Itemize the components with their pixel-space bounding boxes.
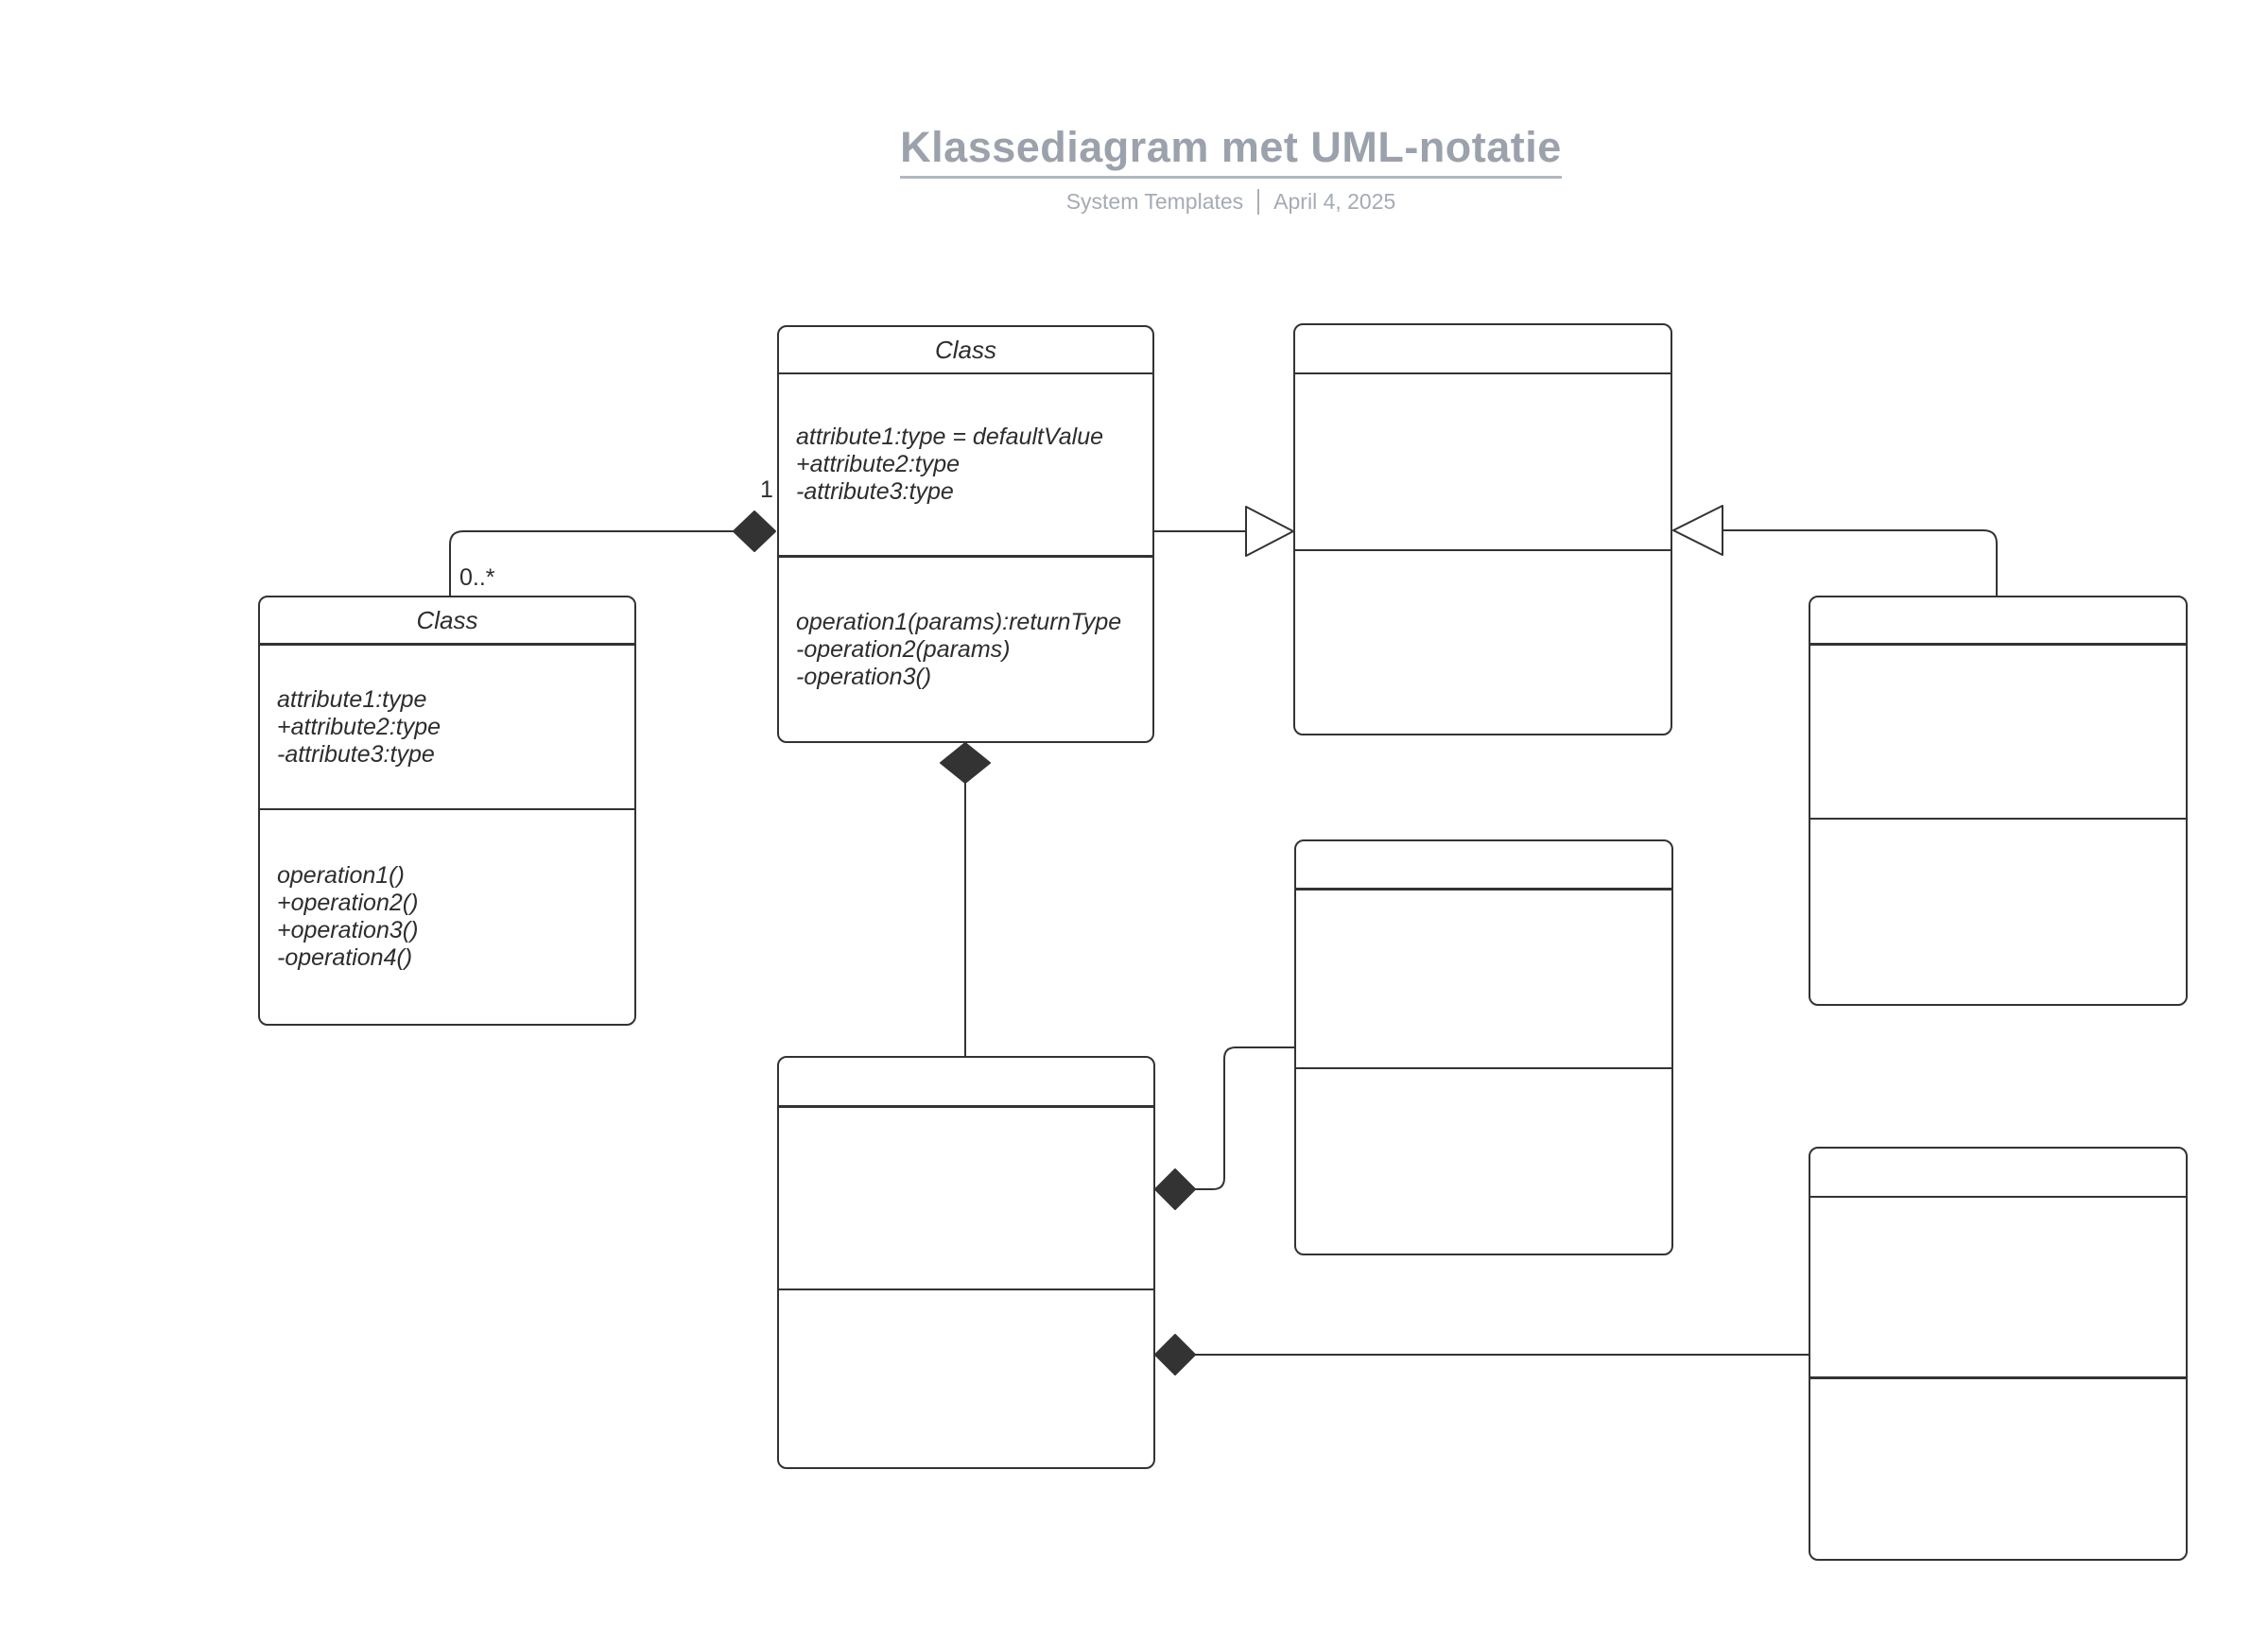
diagram-header: Klassediagram met UML-notatie System Tem…	[900, 123, 1562, 215]
class-title	[1810, 597, 2186, 646]
member-text: -operation2(params)	[796, 635, 1011, 663]
operations-compartment	[1296, 1069, 1671, 1254]
member-text: attribute1:type	[277, 685, 427, 713]
member-text: -attribute3:type	[277, 740, 435, 768]
operations-compartment: operation1(params):returnType-operation2…	[779, 558, 1152, 741]
operations-compartment: operation1()+operation2()+operation3()-o…	[260, 810, 634, 1024]
attributes-compartment	[1296, 891, 1671, 1069]
class-box-top-right	[1293, 323, 1672, 735]
inheritance-triangle-icon	[1245, 506, 1294, 557]
class-box-main: Class attribute1:type = defaultValue+att…	[777, 325, 1154, 743]
attributes-compartment	[1810, 646, 2186, 820]
title-underline	[900, 176, 1562, 179]
class-title: Class	[260, 597, 634, 646]
member-text: operation1()	[277, 862, 405, 889]
member-text: -attribute3:type	[796, 478, 954, 505]
class-box-bottom-center	[777, 1056, 1155, 1469]
composition-diamond-icon	[940, 742, 991, 784]
composition-diamond-icon	[733, 510, 776, 552]
class-title	[1295, 325, 1671, 374]
member-text: +attribute2:type	[796, 451, 961, 477]
operations-compartment	[1810, 1379, 2186, 1559]
multiplicity-label-many: 0..*	[459, 564, 495, 591]
association-line-inheritance-2	[1723, 529, 1998, 596]
operations-compartment	[1295, 551, 1671, 734]
attributes-compartment	[1810, 1198, 2186, 1379]
subtitle-separator	[1257, 189, 1260, 215]
class-title	[1296, 841, 1671, 891]
class-title	[779, 1058, 1153, 1108]
operations-compartment	[779, 1290, 1153, 1467]
class-title: Class	[779, 327, 1152, 374]
member-text: operation1(params):returnType	[796, 608, 1122, 635]
association-line-middle	[1195, 1046, 1294, 1190]
attributes-compartment	[779, 1108, 1153, 1290]
attributes-compartment: attribute1:type+attribute2:type-attribut…	[260, 646, 634, 810]
member-text: +attribute2:type	[277, 713, 441, 740]
member-text: -operation4()	[277, 944, 413, 971]
class-title	[1810, 1149, 2186, 1198]
attributes-compartment	[1295, 374, 1671, 551]
subtitle: System Templates April 4, 2025	[900, 189, 1562, 215]
composition-diamond-icon	[1154, 1168, 1196, 1210]
attributes-compartment: attribute1:type = defaultValue+attribute…	[779, 374, 1152, 558]
member-text: -operation3()	[796, 663, 932, 690]
class-box-middle	[1294, 839, 1673, 1255]
class-box-bottom-right	[1809, 1147, 2188, 1561]
page-title: Klassediagram met UML-notatie	[900, 123, 1562, 171]
association-line-left	[449, 530, 734, 596]
subtitle-source: System Templates	[1065, 189, 1244, 214]
member-text: attribute1:type = defaultValue	[796, 424, 1103, 450]
member-text: +operation3()	[277, 917, 419, 943]
class-box-right	[1809, 596, 2188, 1006]
inheritance-triangle-icon	[1672, 505, 1723, 556]
class-box-left: Class attribute1:type+attribute2:type-at…	[258, 596, 636, 1026]
multiplicity-label-one: 1	[760, 476, 773, 503]
composition-diamond-icon	[1154, 1334, 1196, 1375]
member-text: +operation2()	[277, 890, 419, 916]
subtitle-date: April 4, 2025	[1273, 189, 1396, 214]
operations-compartment	[1810, 820, 2186, 1004]
